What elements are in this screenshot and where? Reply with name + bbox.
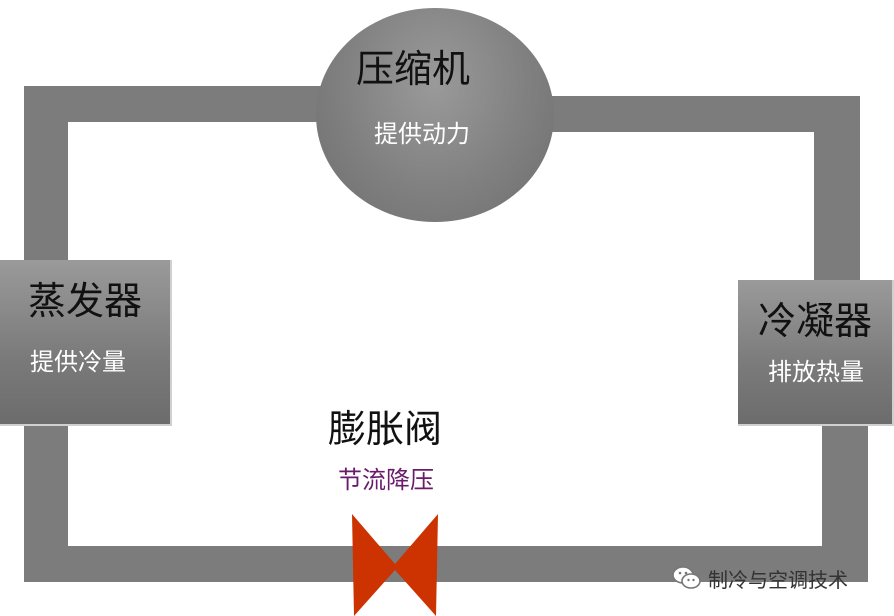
pipe-right-upper (814, 96, 860, 286)
wechat-icon (672, 566, 701, 589)
pipe-top-right (548, 96, 860, 132)
condenser-node: 冷凝器 排放热量 (738, 280, 894, 426)
pipe-top-left (24, 86, 324, 122)
evaporator-function: 提供冷量 (30, 348, 126, 376)
expansion-valve-title: 膨胀阀 (328, 407, 443, 451)
condenser-function: 排放热量 (768, 358, 864, 386)
pipe-left-upper (24, 86, 68, 266)
expansion-valve-icon (352, 514, 438, 616)
compressor-node: 压缩机 提供动力 (316, 8, 554, 222)
evaporator-title: 蒸发器 (28, 279, 143, 323)
expansion-valve-function: 节流降压 (338, 466, 434, 494)
compressor-function: 提供动力 (374, 120, 470, 148)
watermark-text: 制冷与空调技术 (708, 567, 848, 592)
condenser-title: 冷凝器 (758, 299, 873, 343)
watermark: 制冷与空调技术 (672, 564, 848, 592)
compressor-title: 压缩机 (356, 47, 471, 91)
evaporator-node: 蒸发器 提供冷量 (0, 260, 172, 426)
pipe-bottom (24, 546, 868, 582)
